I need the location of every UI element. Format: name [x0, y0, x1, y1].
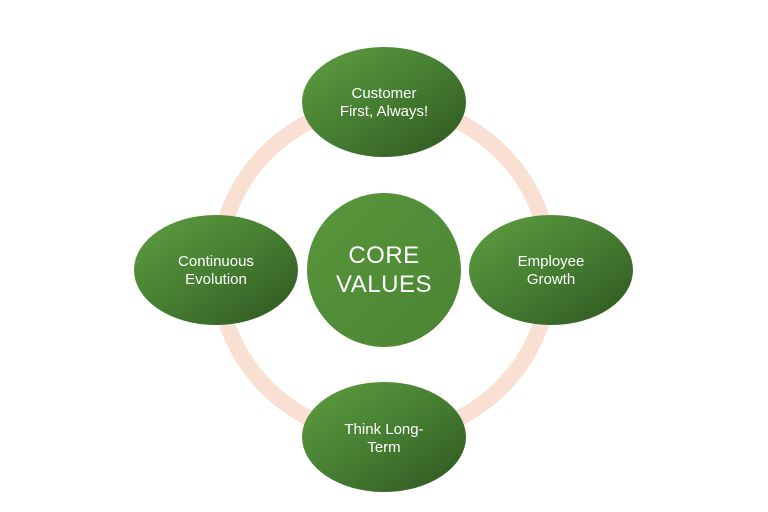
node-continuous-evolution-line2: Evolution	[185, 271, 247, 288]
node-think-long-term-line2: Term	[367, 439, 400, 456]
node-employee-growth-ellipse	[469, 215, 633, 325]
node-customer-first-line1: Customer	[351, 85, 416, 102]
node-think-long-term: Think Long- Term	[302, 382, 466, 492]
center-node: CORE VALUES	[307, 193, 461, 347]
node-continuous-evolution: Continuous Evolution	[134, 215, 298, 325]
center-label-line1: CORE	[348, 242, 419, 269]
node-think-long-term-line1: Think Long-	[344, 421, 423, 438]
node-employee-growth-line2: Growth	[527, 271, 575, 288]
center-circle	[307, 193, 461, 347]
node-customer-first: Customer First, Always!	[302, 47, 466, 157]
node-continuous-evolution-line1: Continuous	[178, 253, 254, 270]
node-customer-first-ellipse	[302, 47, 466, 157]
node-think-long-term-ellipse	[302, 382, 466, 492]
node-employee-growth-line1: Employee	[518, 253, 585, 270]
center-label-line2: VALUES	[336, 271, 432, 298]
node-customer-first-line2: First, Always!	[340, 103, 428, 120]
node-employee-growth: Employee Growth	[469, 215, 633, 325]
node-continuous-evolution-ellipse	[134, 215, 298, 325]
